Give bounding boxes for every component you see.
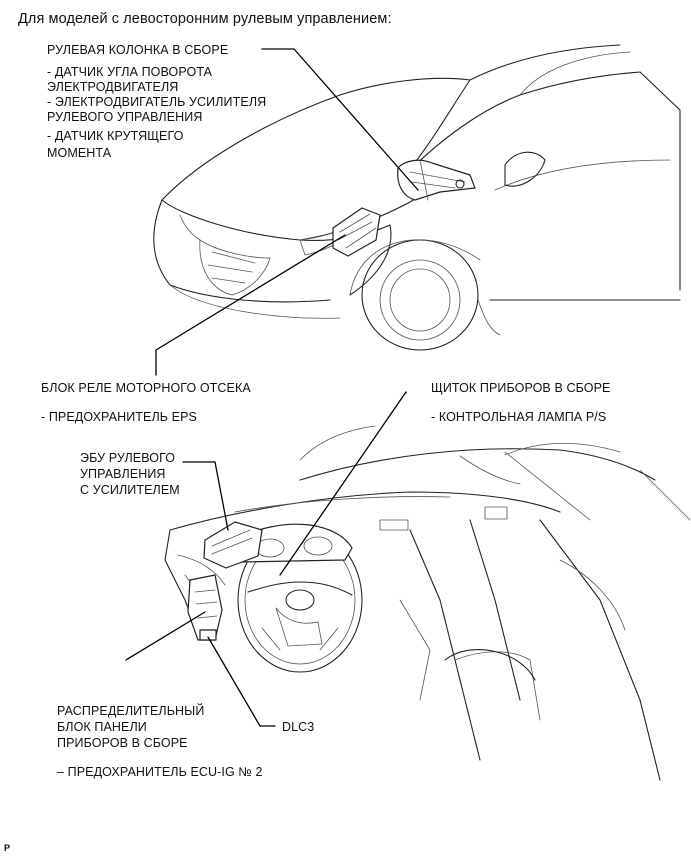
dlc3-label: DLC3 — [282, 720, 315, 734]
junction-block-label: РАСПРЕДЕЛИТЕЛЬНЫЙ — [57, 704, 205, 718]
steering-wheel — [237, 527, 363, 673]
engine-relay-block — [332, 207, 381, 257]
eps-ecu — [203, 521, 263, 569]
dlc3-connector — [199, 629, 217, 641]
junction-block-label: ПРИБОРОВ В СБОРЕ — [57, 736, 188, 750]
dlc3-leader-line — [207, 636, 276, 727]
steering-column-item: МОМЕНТА — [47, 146, 112, 160]
steering-column-assembly — [397, 159, 476, 201]
combination-meter-label: ЩИТОК ПРИБОРОВ В СБОРЕ — [431, 381, 611, 395]
steering-column-leader-line — [261, 48, 419, 191]
steering-column-item: - ДАТЧИК КРУТЯЩЕГО — [47, 129, 184, 143]
engine-relay-block-leader-line — [155, 234, 346, 376]
engine-relay-block-label: БЛОК РЕЛЕ МОТОРНОГО ОТСЕКА — [41, 381, 251, 395]
eps-ecu-leader-line — [182, 461, 229, 531]
steering-column-item: - ДАТЧИК УГЛА ПОВОРОТА — [47, 65, 213, 79]
combination-meter-leader-line — [279, 391, 407, 576]
dashboard-drawing — [164, 425, 691, 781]
steering-column-item: - ЭЛЕКТРОДВИГАТЕЛЬ УСИЛИТЕЛЯ — [47, 95, 267, 109]
junction-block-label: БЛОК ПАНЕЛИ — [57, 720, 147, 734]
eps-ecu-label: С УСИЛИТЕЛЕМ — [80, 483, 180, 497]
steering-column-item: РУЛЕВОГО УПРАВЛЕНИЯ — [47, 110, 203, 124]
corner-mark: P — [4, 843, 11, 853]
eps-ecu-label: УПРАВЛЕНИЯ — [80, 467, 166, 481]
ps-warning-lamp-label: - КОНТРОЛЬНАЯ ЛАМПА P/S — [431, 410, 607, 424]
eps-ecu-label: ЭБУ РУЛЕВОГО — [80, 451, 176, 465]
steering-column-item: ЭЛЕКТРОДВИГАТЕЛЯ — [47, 80, 179, 94]
ecu-ig-fuse-label: – ПРЕДОХРАНИТЕЛЬ ECU-IG № 2 — [57, 765, 263, 779]
page-title: Для моделей с левосторонним рулевым упра… — [18, 11, 392, 27]
eps-fuse-label: - ПРЕДОХРАНИТЕЛЬ EPS — [41, 410, 197, 424]
steering-column-label: РУЛЕВАЯ КОЛОНКА В СБОРЕ — [47, 43, 229, 57]
junction-block-leader-line — [125, 611, 206, 661]
